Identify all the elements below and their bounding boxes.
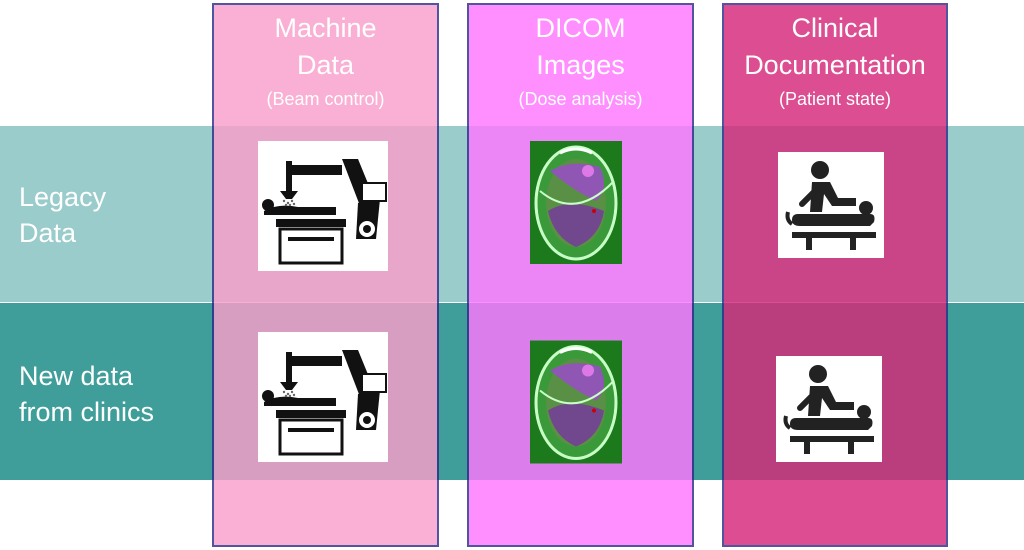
patient-on-bed-icon <box>778 152 884 258</box>
brain-ct-scan-image <box>530 340 622 464</box>
column-header-clinical: Clinical Documentation (Patient state) <box>722 3 948 123</box>
column-title-clinical: Clinical Documentation <box>744 13 926 80</box>
column-title-machine: Machine Data <box>274 13 377 80</box>
row-label-new: New data from clinics <box>19 361 155 427</box>
row-label-legacy: Legacy Data <box>19 182 107 248</box>
patient-on-bed-icon <box>776 356 882 462</box>
column-subtitle-machine: (Beam control) <box>266 89 385 109</box>
column-header-machine: Machine Data (Beam control) <box>212 3 439 123</box>
column-subtitle-dicom: (Dose analysis) <box>518 89 643 109</box>
column-subtitle-clinical: (Patient state) <box>778 89 892 109</box>
radiotherapy-machine-icon <box>258 141 388 271</box>
brain-ct-scan-image <box>530 141 622 264</box>
radiotherapy-machine-icon <box>258 332 388 462</box>
column-title-dicom: DICOM Images <box>535 13 626 80</box>
column-header-dicom: DICOM Images (Dose analysis) <box>467 3 694 123</box>
